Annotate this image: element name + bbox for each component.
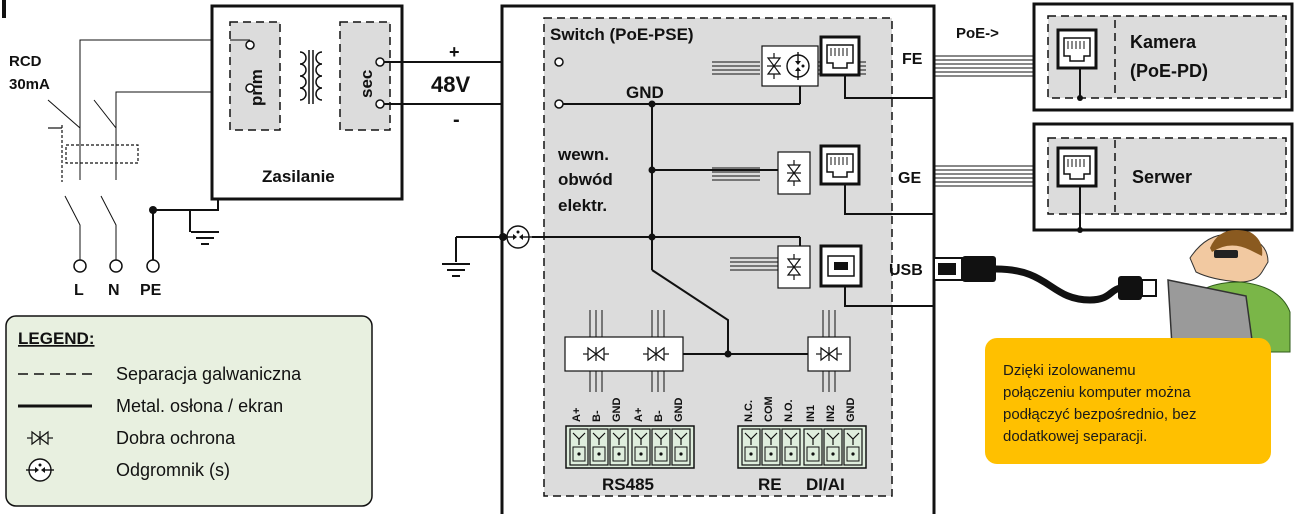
io-leads bbox=[822, 310, 836, 392]
terminal-n-label: N bbox=[108, 282, 120, 299]
io-pin-label: N.C. bbox=[743, 400, 755, 422]
ge-cable bbox=[934, 165, 1034, 187]
internal-ground-diag bbox=[651, 269, 729, 354]
internal-circuit-2: obwód bbox=[558, 170, 613, 189]
usb-shield-wire bbox=[844, 286, 934, 307]
legend-item-1: Separacja galwaniczna bbox=[116, 364, 302, 384]
rcd-switch bbox=[47, 39, 250, 262]
ge-label: GE bbox=[898, 170, 921, 187]
rs485-pin-label: A+ bbox=[571, 408, 583, 422]
usb-label: USB bbox=[889, 262, 923, 279]
terminal-pe-label: PE bbox=[140, 282, 162, 299]
voltage-label: 48V bbox=[431, 72, 470, 97]
camera-label-2: (PoE-PD) bbox=[1130, 61, 1208, 81]
minus-sign: - bbox=[453, 109, 460, 131]
io-pin-label: COM bbox=[763, 396, 775, 422]
info-note: Dzięki izolowanemu połączeniu komputer m… bbox=[985, 338, 1271, 464]
rs485-label: RS485 bbox=[602, 475, 654, 494]
io-pin-label: IN2 bbox=[825, 405, 837, 422]
prim-label: prim bbox=[247, 69, 266, 106]
internal-circuit-1: wewn. bbox=[557, 145, 609, 164]
poe-arrow-label: PoE-> bbox=[956, 25, 999, 42]
legend-title: LEGEND: bbox=[18, 329, 95, 348]
rs485-pin-label: GND bbox=[611, 398, 623, 423]
ge-shield-wire bbox=[844, 184, 934, 215]
usb-port-icon bbox=[819, 244, 863, 288]
server-port-icon bbox=[1056, 146, 1098, 188]
rs485-pin-label: A+ bbox=[633, 408, 645, 422]
rs485-protection-block bbox=[564, 336, 684, 372]
camera-port-icon bbox=[1056, 28, 1098, 70]
fe-shield-wire bbox=[844, 76, 934, 99]
rs485-pin-label: GND bbox=[673, 398, 685, 423]
ge-port-icon bbox=[819, 144, 861, 186]
rs485-pin-labels: A+ B- GND A+ B- GND bbox=[571, 398, 685, 423]
rcd-label-1: RCD bbox=[9, 53, 42, 70]
note-line-3: podłączyć bezpośrednio, bez bbox=[1003, 406, 1197, 423]
re-label: RE bbox=[758, 475, 782, 494]
legend-item-2: Metal. osłona / ekran bbox=[116, 396, 283, 416]
io-pin-label: GND bbox=[845, 398, 857, 423]
terminal-pe bbox=[146, 259, 160, 273]
fe-cable bbox=[934, 55, 1034, 77]
terminal-l bbox=[73, 259, 87, 273]
io-pin-label: N.O. bbox=[783, 399, 795, 422]
rs485-leads bbox=[589, 310, 665, 392]
camera-label-1: Kamera bbox=[1130, 32, 1197, 52]
fe-port-icon bbox=[819, 35, 861, 77]
user-with-laptop-icon bbox=[1167, 230, 1291, 355]
plus-sign: + bbox=[449, 42, 460, 62]
rs485-terminal-block bbox=[565, 425, 695, 469]
usb-cable bbox=[933, 256, 1157, 304]
secondary-block bbox=[339, 21, 391, 131]
corner-mark bbox=[2, 0, 6, 18]
transformer-icon bbox=[299, 50, 323, 104]
note-line-4: dodatkowej separacji. bbox=[1003, 428, 1148, 445]
io-pin-label: IN1 bbox=[805, 405, 817, 422]
internal-circuit-3: elektr. bbox=[558, 196, 607, 215]
legend-item-4: Odgromnik (s) bbox=[116, 460, 230, 480]
server-label: Serwer bbox=[1132, 167, 1192, 187]
psu-caption: Zasilanie bbox=[262, 167, 335, 186]
io-terminal-block bbox=[737, 425, 867, 469]
legend-item-3: Dobra ochrona bbox=[116, 428, 236, 448]
diai-label: DI/AI bbox=[806, 475, 845, 494]
fe-label: FE bbox=[902, 51, 923, 68]
io-pin-labels: N.C. COM N.O. IN1 IN2 GND bbox=[743, 396, 857, 422]
pe-wire bbox=[152, 209, 200, 262]
rcd-label-2: 30mA bbox=[9, 76, 50, 93]
note-line-2: połączeniu komputer można bbox=[1003, 384, 1191, 401]
usb-protection-block bbox=[777, 245, 811, 289]
legend-box bbox=[5, 315, 373, 507]
ground-icon-switch bbox=[441, 263, 471, 277]
terminal-n bbox=[109, 259, 123, 273]
gnd-label: GND bbox=[626, 83, 664, 102]
rs485-pin-label: B- bbox=[653, 410, 665, 422]
note-line-1: Dzięki izolowanemu bbox=[1003, 362, 1136, 379]
sec-label: sec bbox=[357, 70, 376, 98]
rs485-pin-label: B- bbox=[591, 410, 603, 422]
ground-icon-pe bbox=[190, 231, 220, 245]
terminal-l-label: L bbox=[74, 282, 84, 299]
switch-title: Switch (PoE-PSE) bbox=[550, 25, 694, 44]
